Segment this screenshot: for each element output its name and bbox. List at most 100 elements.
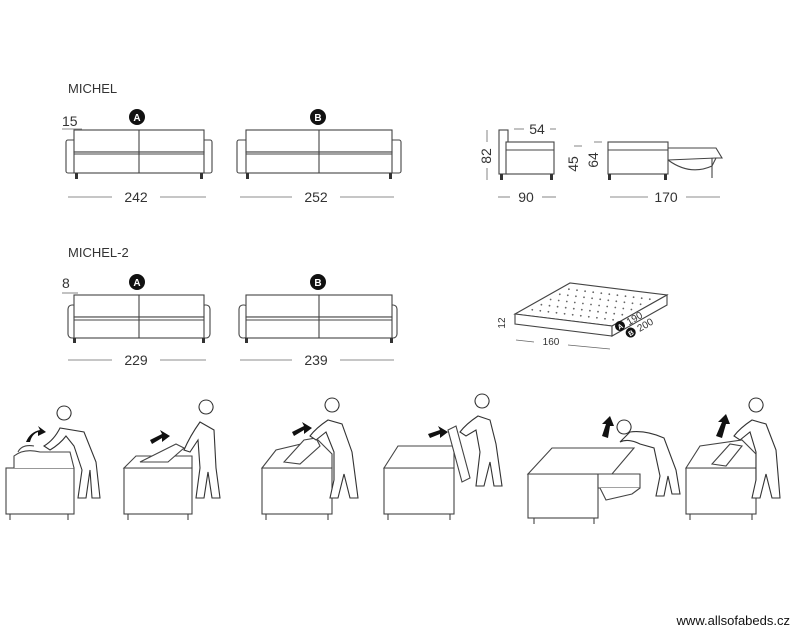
unfold-step-2 — [122, 399, 221, 520]
mattress-tuft — [568, 288, 570, 291]
mattress-tuft — [558, 293, 561, 296]
mattress-tuft — [592, 291, 595, 294]
mattress-tuft — [614, 306, 617, 309]
mattress-tuft — [604, 317, 606, 320]
mattress-tuft — [582, 302, 584, 305]
mattress-thickness-label: 12 — [497, 317, 508, 329]
mattress-tuft — [555, 311, 558, 314]
mattress-tuft — [572, 307, 575, 310]
mattress-tuft — [547, 310, 550, 313]
width-label-michel-a: 242 — [124, 189, 148, 205]
mattress-tuft — [639, 303, 642, 306]
mattress-tuft — [587, 315, 590, 318]
model-title-michel-2: MICHEL-2 — [68, 245, 129, 260]
mattress-width-dim-line — [567, 344, 611, 350]
mattress-tuft — [630, 308, 633, 311]
unfold-step-4 — [382, 393, 503, 520]
mattress-tuft — [606, 305, 609, 308]
mattress-tuft — [565, 300, 568, 303]
variant-badge-michel-2-b — [310, 274, 326, 290]
mattress-tuft — [596, 316, 598, 319]
model-title-michel: MICHEL — [68, 81, 117, 96]
mattress-tuft — [571, 313, 574, 316]
mattress-tuft — [605, 311, 607, 314]
sofa-side-view-closed — [498, 129, 555, 180]
depth-label: 90 — [518, 189, 534, 205]
mattress-width-dim-line — [515, 339, 535, 343]
mattress-tuft — [600, 292, 603, 295]
open-length-label: 170 — [654, 189, 678, 205]
width-label-michel-2-a: 229 — [124, 352, 148, 368]
mattress-tuft — [591, 297, 593, 300]
mattress-tuft — [539, 309, 542, 312]
mattress-tuft — [575, 295, 577, 298]
mattress-tuft — [632, 296, 635, 299]
variant-badge-michel-2-a — [129, 274, 145, 290]
mattress-tuft — [616, 294, 619, 297]
mattress-tuft — [597, 310, 599, 313]
mattress-tuft — [564, 306, 567, 309]
bed-height-label: 64 — [585, 152, 601, 168]
mattress-width-label: 160 — [543, 337, 560, 348]
height-label: 82 — [478, 148, 494, 164]
mattress-tuft — [576, 289, 578, 292]
mattress-drawing — [513, 282, 669, 337]
mattress-tuft — [621, 313, 624, 316]
mattress-tuft — [580, 308, 583, 311]
unfold-step-1 — [5, 405, 101, 520]
mattress-tuft — [598, 304, 600, 307]
sofa-front-michel-b — [236, 129, 402, 179]
mattress-tuft — [613, 312, 616, 315]
sofa-side-view-open — [607, 141, 723, 180]
unfold-step-3 — [260, 397, 359, 520]
mattress-tuft — [556, 305, 559, 308]
sofa-front-michel-a — [65, 129, 213, 179]
variant-badge-michel-a — [129, 109, 145, 125]
mattress-tuft — [615, 300, 618, 303]
mattress-badge-text: A — [617, 323, 625, 332]
mattress-tuft — [631, 302, 634, 305]
mattress-tuft — [599, 298, 602, 301]
variant-badge-michel-b — [310, 109, 326, 125]
mattress-tuft — [566, 294, 569, 297]
mattress-tuft — [589, 309, 591, 312]
variant-badge-text: B — [314, 278, 321, 289]
mattress-tuft — [549, 298, 552, 301]
mattress-tuft — [590, 303, 592, 306]
mattress-tuft — [557, 299, 560, 302]
width-label-michel-b: 252 — [304, 189, 328, 205]
unfold-step-6 — [684, 397, 781, 520]
mattress-tuft — [531, 308, 534, 311]
mattress-tuft — [579, 314, 582, 317]
arm-depth-label-michel: 15 — [62, 113, 78, 129]
mattress-tuft — [583, 296, 585, 299]
website-url: www.allsofabeds.cz — [676, 613, 790, 628]
mattress-tuft — [540, 303, 543, 306]
mattress-tuft — [624, 295, 627, 298]
sofa-front-michel-2-a — [67, 294, 211, 343]
arm-depth-label-michel-2: 8 — [62, 275, 70, 291]
mattress-badge-a — [615, 321, 625, 331]
width-label-michel-2-b: 239 — [304, 352, 328, 368]
mattress-badge-text: B — [628, 330, 636, 339]
mattress-tuft — [607, 299, 610, 302]
mattress-tuft — [548, 304, 551, 307]
mattress-length-labels: A 190 B 200 — [615, 310, 656, 339]
mattress-tuft — [584, 290, 586, 293]
mattress-tuft — [573, 301, 576, 304]
sofa-front-michel-2-b — [238, 294, 398, 343]
mattress-tuft — [608, 293, 611, 296]
mattress-tuft — [648, 298, 651, 301]
mattress-tuft — [640, 297, 643, 300]
mattress-tuft — [623, 301, 626, 304]
mattress-badge-b — [625, 327, 636, 338]
mattress-tuft — [622, 307, 625, 310]
seat-height-label: 45 — [565, 156, 581, 172]
mattress-tuft — [612, 318, 614, 321]
seat-depth-label: 54 — [529, 121, 545, 137]
unfold-step-5 — [526, 416, 681, 524]
variant-badge-text: B — [314, 113, 321, 124]
variant-badge-text: A — [133, 113, 140, 124]
mattress-tuft — [563, 312, 566, 315]
